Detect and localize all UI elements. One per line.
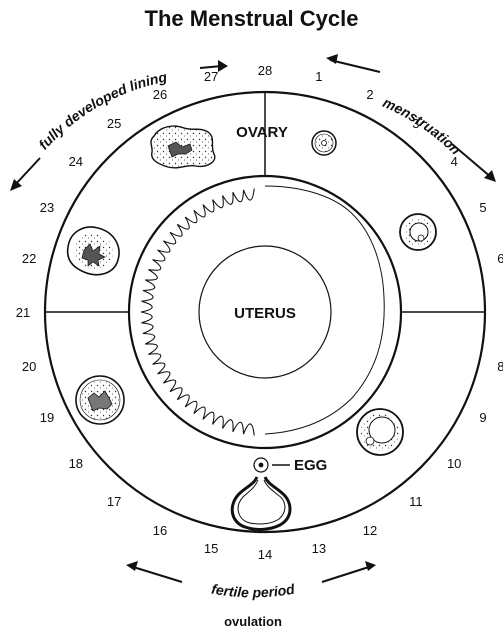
mature-follicle-icon xyxy=(357,409,403,455)
day-number-2: 2 xyxy=(366,87,373,102)
ovulation-label: ovulation xyxy=(224,614,282,629)
day-number-12: 12 xyxy=(363,523,377,538)
day-number-27: 27 xyxy=(204,69,218,84)
egg-icon xyxy=(254,458,268,472)
day-number-6: 6 xyxy=(497,251,503,266)
day-number-15: 15 xyxy=(204,541,218,556)
fully-developed-lining-label: fully developed lining xyxy=(35,69,168,153)
fertile-period-label: fertile period xyxy=(210,581,296,601)
follicle-growing-icon xyxy=(400,214,436,250)
day-number-1: 1 xyxy=(315,69,322,84)
menstruation-label: menstruation xyxy=(380,94,464,157)
day-number-22: 22 xyxy=(22,251,36,266)
day-number-13: 13 xyxy=(312,541,326,556)
day-number-17: 17 xyxy=(107,494,121,509)
day-number-19: 19 xyxy=(40,410,54,425)
corpus-albicans-icon xyxy=(151,126,215,168)
day-number-14: 14 xyxy=(258,547,272,562)
day-number-24: 24 xyxy=(69,154,83,169)
uterus-label: UTERUS xyxy=(234,305,296,322)
day-number-9: 9 xyxy=(479,410,486,425)
follicle-icon xyxy=(312,131,336,155)
egg-label: EGG xyxy=(294,457,327,474)
ovulating-follicle-icon xyxy=(232,477,290,529)
day-number-5: 5 xyxy=(479,200,486,215)
ovary-label: OVARY xyxy=(236,124,288,141)
day-number-16: 16 xyxy=(153,523,167,538)
day-number-28: 28 xyxy=(258,63,272,78)
day-number-10: 10 xyxy=(447,456,461,471)
day-number-23: 23 xyxy=(40,200,54,215)
corpus-luteum-mature-icon xyxy=(68,227,119,275)
day-number-20: 20 xyxy=(22,359,36,374)
fertile-period-arrow xyxy=(126,561,376,582)
corpus-luteum-icon xyxy=(76,376,124,424)
day-number-25: 25 xyxy=(107,116,121,131)
day-number-18: 18 xyxy=(69,456,83,471)
day-number-11: 11 xyxy=(409,494,423,509)
day-number-26: 26 xyxy=(153,87,167,102)
day-number-8: 8 xyxy=(497,359,503,374)
day-number-21: 21 xyxy=(16,305,30,320)
